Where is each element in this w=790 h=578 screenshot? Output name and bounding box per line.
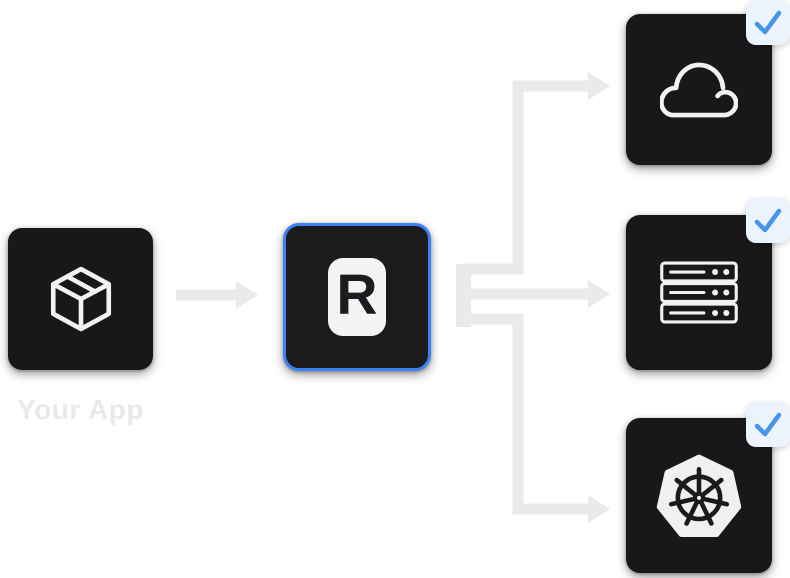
- arrow-to-kubernetes: [462, 313, 590, 515]
- processor-box: R: [283, 223, 431, 371]
- arrow-to-cloud: [462, 80, 590, 275]
- arrowhead-server: [588, 280, 610, 308]
- cloud-icon: [660, 62, 738, 117]
- kubernetes-icon: [656, 454, 742, 537]
- checkmark-icon: [754, 10, 782, 35]
- source-app-box: [8, 228, 153, 370]
- package-icon: [50, 266, 111, 332]
- target-box-kubernetes: [626, 418, 772, 573]
- arrowhead-processor: [236, 281, 258, 309]
- checkmark-icon: [754, 208, 782, 233]
- target-box-server: [626, 215, 772, 370]
- arrowhead-kubernetes: [588, 495, 610, 523]
- server-icon: [660, 261, 738, 324]
- check-badge-cloud: [746, 0, 790, 45]
- processor-logo-letter: R: [336, 262, 378, 327]
- processor-logo: R: [328, 258, 386, 336]
- check-badge-server: [746, 198, 790, 243]
- check-badge-kubernetes: [746, 402, 790, 447]
- source-label: Your App: [17, 394, 144, 425]
- arrowhead-cloud: [588, 72, 610, 100]
- checkmark-icon: [754, 412, 782, 437]
